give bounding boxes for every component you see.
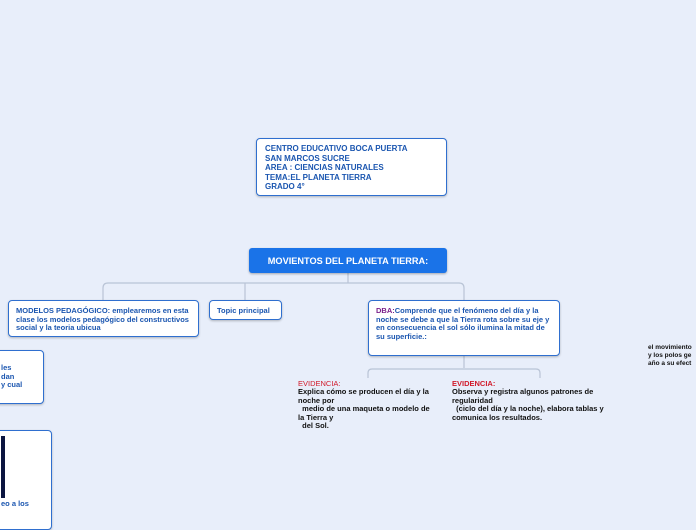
evidencia-2-text: Observa y registra algunos patrones de r…	[452, 387, 604, 422]
dba-label: DBA:	[376, 306, 395, 315]
right-partial-line-2: y los polos ge	[648, 352, 692, 359]
modelos-pedagogico-node[interactable]: MODELOS PEDAGÓGICO: emplearemos en esta …	[8, 300, 199, 337]
left-partial-node-1[interactable]: les dan y cual	[0, 350, 44, 404]
left-partial-line-1: les	[1, 363, 12, 372]
dba-content: DBA:Comprende que el fenómeno del día y …	[376, 306, 553, 341]
modelos-pedagogico-text: MODELOS PEDAGÓGICO: emplearemos en esta …	[16, 306, 189, 333]
right-partial-line-1: el movimiento	[648, 344, 692, 351]
header-line-topic: TEMA:EL PLANETA TIERRA	[265, 172, 372, 182]
left-partial-2-text: eo a los	[1, 499, 29, 508]
evidencia-1-label: EVIDENCIA:	[298, 379, 341, 388]
central-topic[interactable]: MOVIENTOS DEL PLANETA TIERRA:	[249, 248, 447, 273]
central-topic-label: MOVIENTOS DEL PLANETA TIERRA:	[267, 255, 429, 266]
evidencia-2-label: EVIDENCIA:	[452, 379, 496, 388]
left-partial-node-2[interactable]: eo a los	[0, 430, 52, 530]
topic-principal-node[interactable]: Topic principal	[209, 300, 282, 320]
topic-principal-label: Topic principal	[217, 306, 270, 315]
left-partial-line-3: y cual	[1, 380, 23, 389]
dba-text: Comprende que el fenómeno del día y la n…	[376, 306, 550, 341]
header-line-city: SAN MARCOS SUCRE	[265, 153, 350, 163]
video-thumbnail[interactable]	[1, 436, 5, 498]
left-partial-line-2: dan	[1, 371, 15, 381]
right-partial-line-3: año a su efect	[648, 360, 692, 367]
dba-node[interactable]: DBA:Comprende que el fenómeno del día y …	[368, 300, 560, 356]
header-info-box[interactable]: CENTRO EDUCATIVO BOCA PUERTA SAN MARCOS …	[256, 138, 447, 196]
right-partial-node[interactable]: el movimiento y los polos ge año a su ef…	[648, 344, 696, 368]
header-line-grade: GRADO 4°	[265, 182, 305, 191]
evidencia-2-node[interactable]: EVIDENCIA: Observa y registra algunos pa…	[452, 379, 628, 422]
header-line-area: AREA : CIENCIAS NATURALES	[265, 163, 384, 172]
evidencia-1-node[interactable]: EVIDENCIA: Explica cómo se producen el d…	[298, 379, 436, 431]
header-line-school: CENTRO EDUCATIVO BOCA PUERTA	[265, 144, 408, 153]
evidencia-1-text: Explica cómo se producen el día y la noc…	[298, 387, 430, 431]
